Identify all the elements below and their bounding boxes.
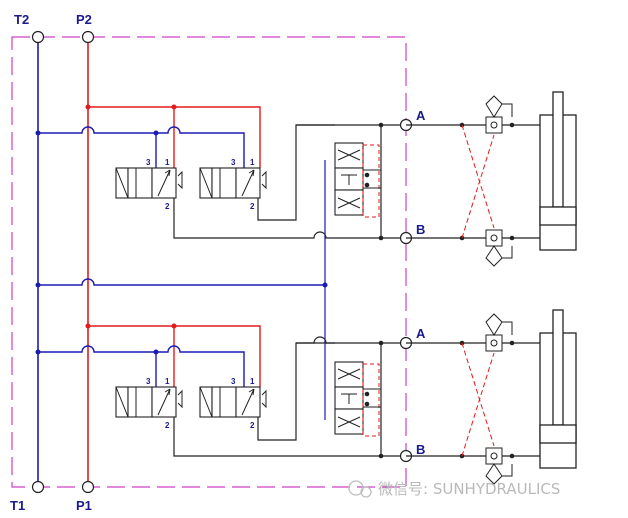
port-p1-label: P1 (76, 498, 92, 513)
watermark: 微信号: SUNHYDRAULICS (348, 480, 560, 498)
port-a-label: A (416, 108, 426, 123)
port-t1-circle (31, 480, 45, 494)
valve-port-1: 1 (165, 377, 170, 386)
port-p2-label: P2 (76, 12, 92, 27)
port-t2-label: T2 (14, 12, 29, 27)
wechat-icon (360, 486, 372, 498)
solenoid-valve (115, 386, 183, 418)
valve-port-2: 2 (165, 421, 170, 430)
pilot-check-valve (485, 313, 513, 352)
main-directional-valve (334, 142, 380, 218)
hydraulic-cylinder (539, 309, 577, 469)
solenoid-valve (115, 167, 183, 199)
pilot-check-valve (485, 447, 513, 485)
valve-port-3: 3 (146, 377, 151, 386)
pilot-line (257, 124, 335, 221)
valve-port-2: 2 (250, 202, 255, 211)
pilot-line (173, 198, 335, 239)
crossover-pilot (461, 134, 495, 239)
valve-port-3: 3 (146, 158, 151, 167)
pilot-check-valve (485, 95, 513, 134)
pressure-header (88, 325, 261, 387)
hydraulic-cylinder (539, 91, 577, 251)
valve-port-1: 1 (165, 158, 170, 167)
valve-port-2: 2 (250, 421, 255, 430)
port-b-label: B (416, 222, 425, 237)
watermark-text: 微信号: SUNHYDRAULICS (378, 480, 560, 498)
main-directional-valve (334, 361, 380, 437)
middle-tank-crossline (38, 278, 325, 286)
port-p2-circle (81, 30, 95, 44)
port-a-label: A (416, 326, 426, 341)
valve-port-2: 2 (165, 202, 170, 211)
pilot-line (173, 417, 335, 457)
crossover-pilot (461, 342, 495, 447)
solenoid-valve (199, 167, 267, 199)
crossover-pilot (461, 352, 495, 457)
tank-header (38, 345, 245, 387)
pilot-line (257, 336, 335, 441)
port-t1-label: T1 (10, 498, 25, 513)
port-b-label: B (416, 442, 425, 457)
port-p1-circle (81, 480, 95, 494)
port-t2-circle (31, 30, 45, 44)
junction-dot (35, 282, 41, 288)
valve-port-3: 3 (231, 377, 236, 386)
valve-port-1: 1 (250, 377, 255, 386)
valve-port-3: 3 (231, 158, 236, 167)
upper-circuit: 3 1 2 3 1 2 (35, 91, 577, 267)
assembly-boundary (11, 36, 407, 488)
pressure-header (88, 106, 261, 168)
tank-header (38, 126, 245, 168)
lower-circuit: 3 1 2 3 1 2 (35, 309, 577, 485)
crossover-pilot (461, 124, 495, 229)
pilot-check-valve (485, 229, 513, 267)
solenoid-valve (199, 386, 267, 418)
valve-port-1: 1 (250, 158, 255, 167)
